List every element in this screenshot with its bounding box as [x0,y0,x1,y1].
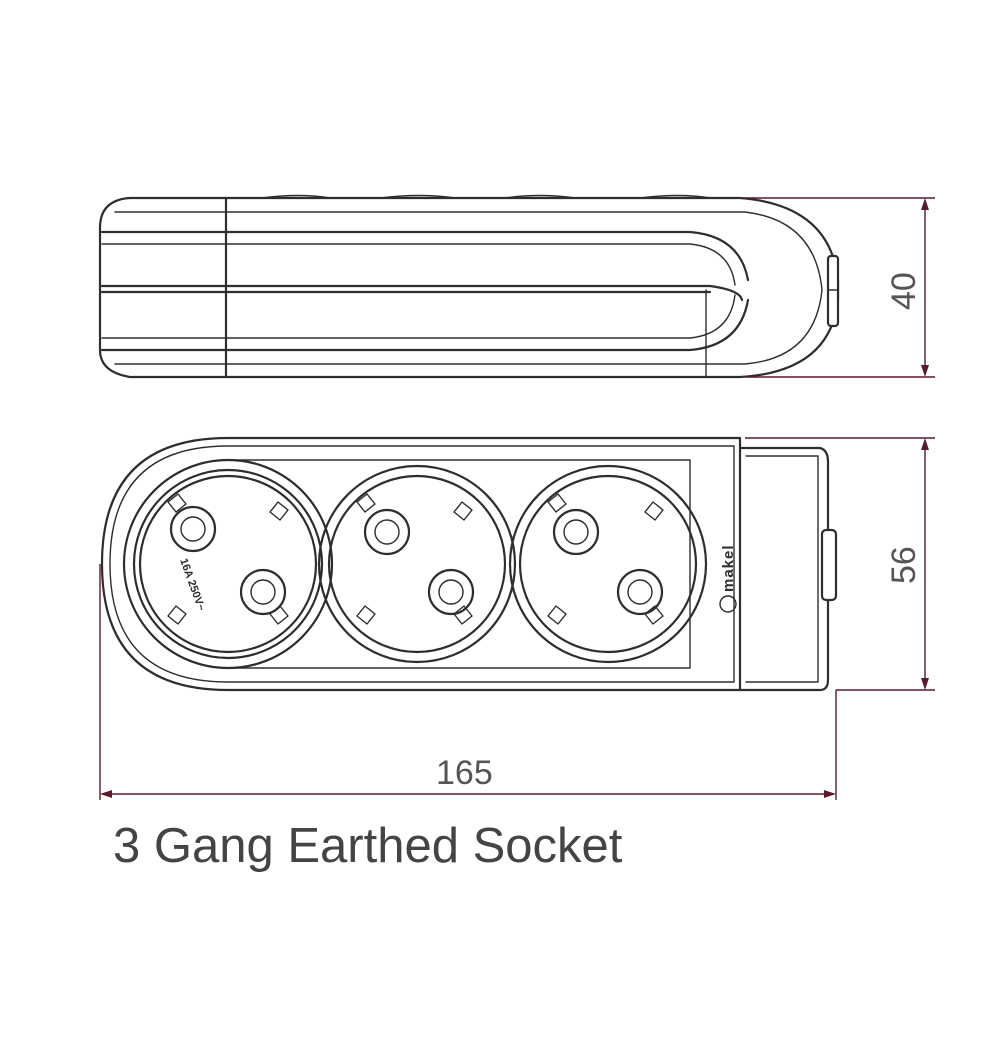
side-view-cable-nub [826,254,840,328]
socket-2-pin-hole-2 [427,568,475,616]
side-view-channel-lower-inner [101,294,736,339]
top-view-cable-nub [820,528,838,602]
dimension-length: 165 [99,564,837,800]
dimension-width-label: 56 [885,546,923,584]
socket-3 [508,464,708,664]
dimension-height-arrow-top [921,198,929,210]
socket-2-face [327,474,507,654]
brand-logo-text: makel [720,544,737,592]
brand-logo: makel [719,544,737,613]
top-view-end-cap [738,446,830,692]
socket-3-pin-hole-2-inner [627,579,653,605]
top-view-outline [100,436,742,692]
socket-2-pin-hole-1 [363,508,411,556]
dimension-length-arrow-left [100,790,112,798]
socket-2-earth-clips [356,493,473,625]
top-view-outline-inner [109,445,735,683]
side-view-bottom-rim [114,289,823,365]
top-view: 16A 250V~ makel [100,436,838,692]
side-view-mid-split [100,284,744,302]
side-view [98,194,840,379]
socket-1-pin-hole-2 [239,568,287,616]
side-view-channel-upper-inner [101,243,736,286]
side-view-outline [98,196,840,379]
side-view-top-rim [114,211,823,291]
socket-rating-label: 16A 250V~ [177,557,207,613]
socket-3-pin-hole-1-inner [563,519,589,545]
dimension-height-label: 40 [885,272,923,310]
socket-1-pin-hole-1 [169,505,217,553]
socket-1 [122,458,334,670]
dimension-height-arrow-bottom [921,365,929,377]
brand-logo-icon [719,595,737,613]
socket-1-pin-hole-1-inner [180,516,206,542]
socket-2-pin-hole-1-inner [374,519,400,545]
side-view-channel-lower [100,298,750,352]
top-view-end-cap-inner [745,455,819,683]
socket-3-earth-clips [547,493,664,625]
socket-3-rim [508,464,708,664]
socket-3-face [518,474,698,654]
dimension-width-arrow-top [921,438,929,450]
socket-2-pin-hole-2-inner [438,579,464,605]
socket-1-rim [122,458,334,670]
side-view-top-bumps [261,194,711,199]
dimension-height: 40 [745,197,935,378]
socket-1-face [132,468,324,660]
socket-1-pin-hole-2-inner [250,579,276,605]
top-view-socket-tray [227,459,691,669]
side-view-channel-upper [100,230,750,282]
dimension-width-arrow-bottom [921,678,929,690]
socket-3-pin-hole-1 [552,508,600,556]
dimension-length-label: 165 [436,754,493,792]
dimension-width: 56 [745,437,935,691]
socket-1-face-inner [138,474,318,654]
dimension-length-arrow-right [824,790,836,798]
diagram-caption: 3 Gang Earthed Socket [113,819,623,873]
socket-1-earth-clips [167,493,289,625]
socket-2 [317,464,517,664]
socket-3-pin-hole-2 [616,568,664,616]
socket-2-rim [317,464,517,664]
